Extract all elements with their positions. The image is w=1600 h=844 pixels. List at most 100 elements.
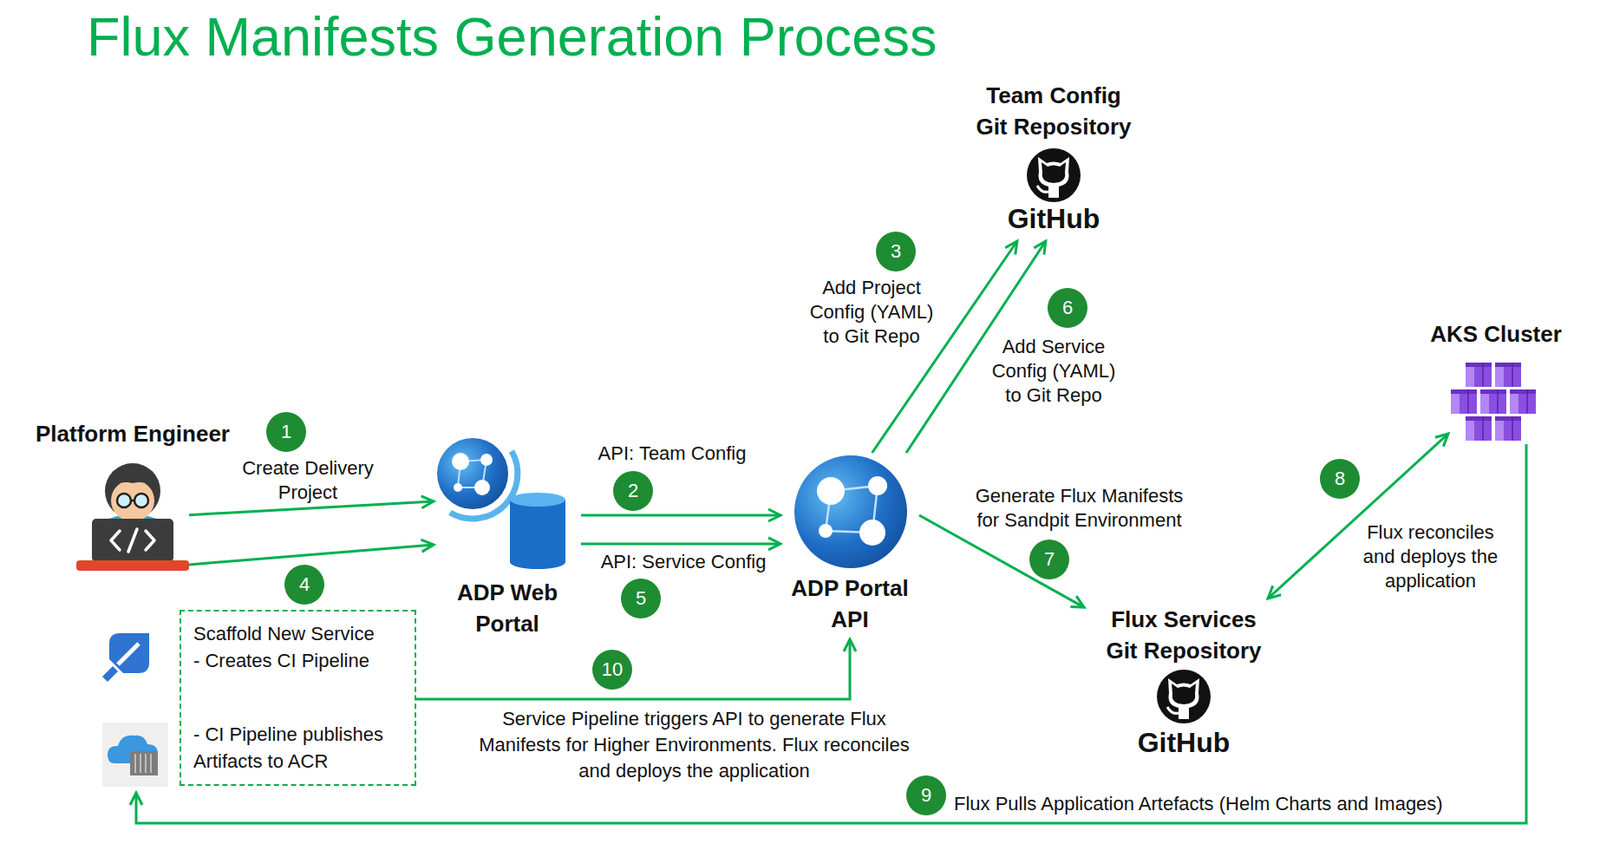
aks-icon — [1450, 389, 1477, 414]
portal-api-icon — [818, 523, 833, 538]
node-text: - CI Pipeline publishes Artifacts to ACR — [193, 720, 403, 775]
node-text: GitHub — [1084, 726, 1284, 758]
web-portal-icon — [509, 492, 566, 507]
aks-icon — [1482, 416, 1484, 441]
aks-icon — [1465, 362, 1492, 387]
aks-icon — [1480, 389, 1507, 414]
aks-icon — [1495, 416, 1522, 421]
pipelines-icon — [102, 633, 150, 682]
edge-label: API: Service Config — [596, 549, 771, 575]
annotation-text: Flux Pulls Application Artefacts (Helm C… — [953, 792, 1444, 816]
callout-number: 1 — [266, 411, 307, 452]
web-portal-icon — [451, 452, 470, 471]
edge-label: Add Project Config (YAML) to Git Repo — [806, 275, 937, 349]
aks-icon — [1465, 416, 1492, 421]
web-portal-icon — [453, 483, 463, 492]
aks-icon — [1450, 389, 1477, 414]
github-logo — [1026, 148, 1081, 203]
engineer-icon — [76, 560, 190, 571]
github-logo — [1038, 156, 1070, 198]
node-text: - Creates CI Pipeline — [193, 646, 403, 674]
engineer-icon — [91, 518, 174, 562]
aks-icon — [1511, 416, 1514, 441]
web-portal-icon — [437, 437, 566, 569]
aks-icon — [1465, 416, 1492, 441]
portal-api-icon — [794, 455, 908, 569]
aks-icon — [1467, 389, 1470, 414]
registry-icon — [102, 722, 169, 787]
git-repo-node: Team Config Git RepositoryGitHub — [953, 76, 1154, 242]
callout-number: 4 — [284, 564, 325, 605]
engineer-icon — [111, 528, 155, 552]
callout-number: 7 — [1029, 539, 1070, 580]
callout-number: 5 — [620, 578, 661, 619]
connector-arrow — [189, 501, 434, 516]
github-logo — [1168, 678, 1200, 719]
pipelines-icon — [102, 666, 118, 682]
node-text: Team Config Git Repository — [971, 79, 1137, 143]
node-text: ADP Portal API — [780, 572, 920, 635]
git-repo-node: Flux Services Git RepositoryGitHub — [1084, 598, 1284, 764]
aks-icon — [1509, 389, 1536, 414]
aks-icon — [1465, 362, 1492, 367]
edge-label: Create Delivery Project — [238, 456, 378, 505]
aks-icon — [1480, 389, 1507, 394]
github-logo — [1026, 148, 1081, 203]
pipelines-icon — [109, 633, 150, 673]
aks-icon — [1511, 362, 1514, 387]
github-logo — [1156, 669, 1211, 724]
aks-icon — [1482, 362, 1484, 387]
diagram-title: Flux Manifests Generation Process — [86, 6, 937, 67]
portal-api-icon — [859, 519, 886, 546]
registry-icon — [135, 753, 151, 773]
node-text: GitHub — [953, 202, 1154, 235]
engineer-icon — [107, 474, 158, 491]
aks-icon — [1495, 416, 1522, 441]
callout-number: 3 — [875, 231, 916, 272]
edge-label: Flux reconciles and deploys the applicat… — [1358, 520, 1503, 594]
engineer-node: Platform Engineer — [76, 459, 190, 573]
portal-api-icon — [868, 476, 888, 496]
engineer-icon — [76, 463, 190, 571]
engineer-icon — [130, 499, 135, 503]
aks-icon — [1480, 389, 1507, 414]
aks-icon — [1496, 389, 1499, 414]
node-text: Scaffold New Service — [193, 620, 403, 647]
aks-icon — [1495, 362, 1522, 387]
engineer-icon — [117, 493, 131, 508]
portal-api-icon — [794, 455, 908, 569]
aks-icon — [1509, 389, 1536, 414]
callout-number: 10 — [592, 649, 633, 690]
github-logo — [1037, 185, 1049, 192]
callout-number: 2 — [613, 470, 654, 511]
edge-label: Generate Flux Manifests for Sandpit Envi… — [968, 483, 1190, 533]
web-portal-icon — [509, 499, 566, 562]
web-portal-icon — [474, 479, 490, 496]
node-text: ADP Web Portal — [433, 576, 582, 640]
edge-label: API: Team Config — [585, 441, 759, 466]
aks-icon — [1465, 362, 1492, 387]
web-portal-icon — [450, 450, 518, 519]
github-logo — [1041, 162, 1066, 183]
pull-arrow — [136, 444, 1527, 823]
web-portal-icon — [480, 453, 493, 466]
web-portal-icon — [437, 437, 509, 510]
registry-icon — [102, 722, 169, 787]
dashed-box: Scaffold New Service- Creates CI Pipelin… — [179, 609, 417, 786]
aks-icon — [1495, 362, 1522, 367]
aks-icon — [1450, 362, 1536, 441]
pipelines-icon — [117, 643, 139, 665]
aks-icon — [1526, 389, 1529, 414]
callout-number: 6 — [1047, 287, 1088, 328]
web-portal-icon — [509, 555, 566, 569]
node-text: AKS Cluster — [1430, 318, 1562, 350]
aks-icon — [1465, 416, 1492, 441]
aks-icon — [1495, 416, 1522, 441]
aks-node: AKS Cluster — [1448, 359, 1544, 445]
portal-api-node: ADP Portal API — [780, 452, 920, 640]
connector-arrow — [581, 514, 781, 517]
aks-icon — [1450, 389, 1477, 394]
github-logo — [1167, 706, 1179, 713]
edge-label: Add Service Config (YAML) to Git Repo — [988, 334, 1119, 408]
